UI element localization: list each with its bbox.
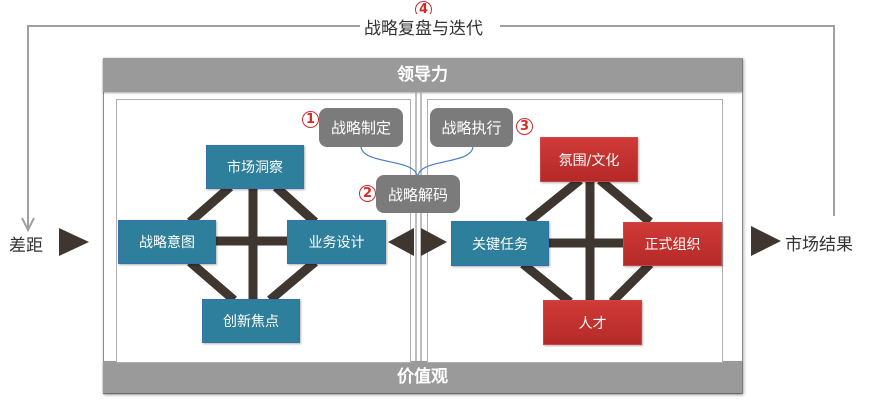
leadership-bar: 领导力 — [103, 58, 742, 92]
strategy-execution-pill[interactable]: 战略执行 — [430, 108, 513, 147]
values-label: 价值观 — [397, 367, 448, 387]
innovation-focus-box[interactable]: 创新焦点 — [202, 299, 300, 343]
business-design-box[interactable]: 业务设计 — [287, 220, 386, 264]
step-1-number: 1 — [305, 112, 316, 127]
values-bar: 价值观 — [103, 361, 742, 393]
strategy-formulation-pill[interactable]: 战略制定 — [319, 108, 403, 147]
gap-label: 差距 — [9, 236, 43, 256]
step-4-number: 4 — [418, 2, 429, 17]
left-diamond-struts — [187, 183, 319, 304]
key-tasks-box[interactable]: 关键任务 — [451, 221, 549, 266]
step-3-number: 3 — [519, 119, 530, 134]
market-result-label: 市场结果 — [785, 235, 853, 255]
strategy-decoding-pill[interactable]: 战略解码 — [376, 175, 460, 213]
triangle-right-icon — [421, 228, 447, 256]
connector-exec-decode — [417, 145, 474, 177]
climate-culture-box[interactable]: 氛围/文化 — [540, 137, 638, 182]
feedback-loop-line — [27, 25, 360, 228]
strategic-intent-box[interactable]: 战略意图 — [118, 220, 216, 264]
feedback-arrow-head — [21, 217, 35, 233]
gap-arrow-icon — [59, 228, 89, 256]
talent-box[interactable]: 人才 — [543, 300, 642, 345]
market-insight-box[interactable]: 市场洞察 — [206, 145, 304, 189]
leadership-label: 领导力 — [397, 65, 448, 85]
right-diamond-struts — [520, 176, 654, 306]
step-1-badge: 1 — [302, 111, 319, 128]
feedback-loop-title: 战略复盘与迭代 — [362, 14, 485, 39]
connector-plan-decode — [360, 145, 418, 177]
step-3-badge: 3 — [516, 118, 533, 135]
step-2-badge: 2 — [359, 185, 376, 202]
formal-organization-box[interactable]: 正式组织 — [623, 222, 722, 266]
step-2-number: 2 — [362, 186, 373, 201]
triangle-left-icon — [388, 228, 414, 256]
result-arrow-icon — [751, 226, 781, 256]
feedback-loop-line-right — [500, 25, 835, 216]
